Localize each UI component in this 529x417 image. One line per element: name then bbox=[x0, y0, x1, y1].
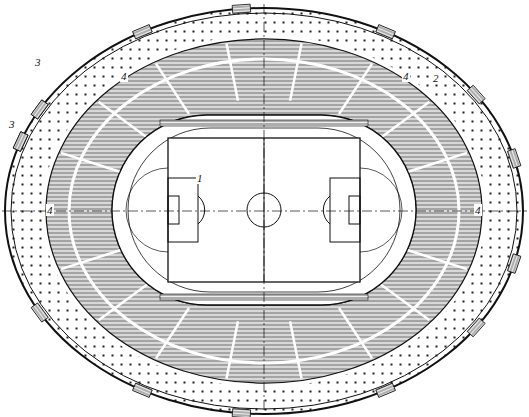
aisle bbox=[405, 249, 467, 269]
stair-block bbox=[31, 100, 48, 119]
callout-number: 3 bbox=[34, 56, 42, 68]
stair-block bbox=[507, 254, 520, 274]
stair-block bbox=[376, 383, 396, 397]
stair-block bbox=[13, 132, 28, 152]
aisle bbox=[290, 321, 301, 378]
aisle bbox=[226, 321, 237, 378]
callout-number: 2 bbox=[432, 72, 440, 84]
aisle bbox=[61, 249, 123, 269]
stair-block bbox=[467, 85, 485, 104]
stair-block bbox=[467, 318, 485, 337]
stair-block bbox=[507, 149, 520, 169]
callout-number: 4 bbox=[474, 204, 482, 216]
stair-block bbox=[31, 100, 48, 119]
stair-block bbox=[133, 25, 153, 39]
stair-block bbox=[31, 303, 48, 322]
stair-block bbox=[376, 25, 396, 39]
stair-block bbox=[133, 383, 153, 397]
stair-block bbox=[232, 409, 251, 417]
callout-number: 4 bbox=[46, 204, 54, 216]
aisle bbox=[61, 153, 123, 173]
aisle bbox=[405, 153, 467, 173]
callout-number: 4 bbox=[402, 70, 410, 82]
aisle bbox=[290, 44, 301, 101]
callout-number: 3 bbox=[8, 118, 16, 130]
callout-number: 4 bbox=[120, 70, 128, 82]
stair-block bbox=[13, 132, 28, 152]
stair-block bbox=[232, 4, 251, 13]
aisle bbox=[226, 44, 237, 101]
callout-number: 1 bbox=[196, 172, 204, 184]
